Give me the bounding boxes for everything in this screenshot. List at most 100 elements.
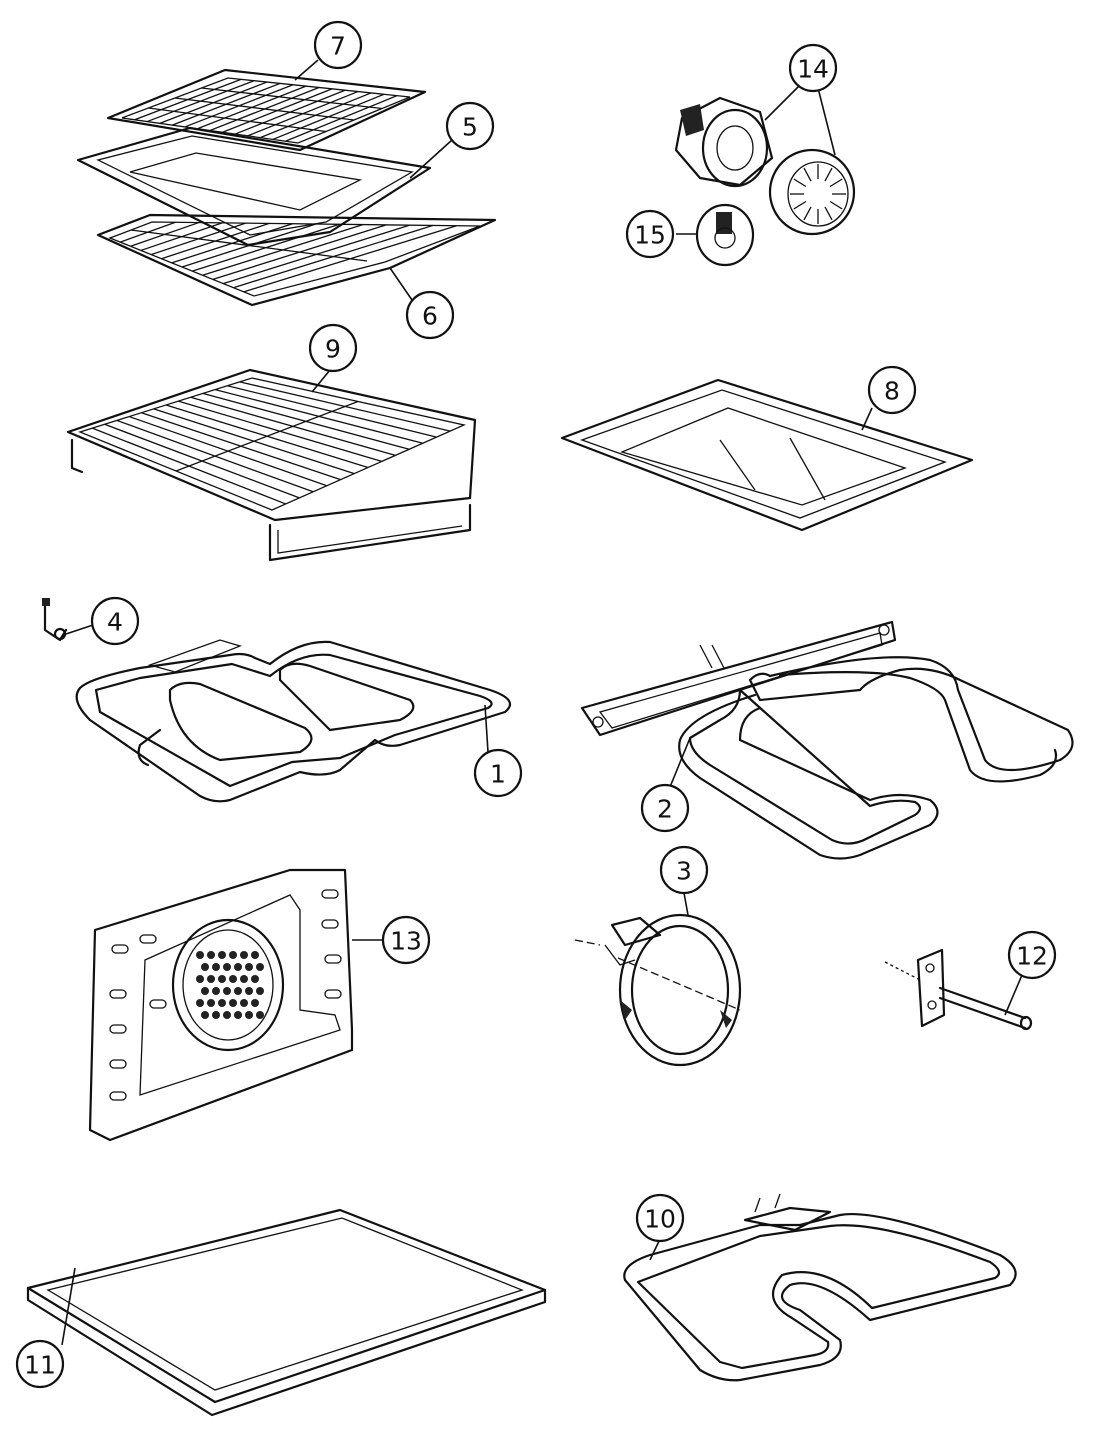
line-art-stroke — [130, 229, 368, 262]
fan-mesh-dot — [196, 999, 204, 1007]
callout-5-label: 5 — [462, 113, 478, 142]
oven-bottom-tray — [26, 1208, 547, 1417]
callout-14-label: 14 — [797, 55, 829, 84]
callout-4: 4 — [90, 596, 140, 646]
callout-11-label: 11 — [24, 1351, 56, 1380]
oven-rack-with-legs — [66, 368, 477, 562]
line-art-stroke — [148, 107, 327, 133]
control-knob — [695, 203, 755, 267]
panel-slot — [109, 1059, 127, 1069]
fan-mesh-dot — [234, 987, 242, 995]
callout-15-label: 15 — [634, 221, 666, 250]
panel-slot — [324, 954, 342, 964]
panel-slot — [321, 889, 339, 899]
fan-mesh-dot — [218, 999, 226, 1007]
callout-15: 15 — [625, 209, 675, 259]
callout-13: 13 — [381, 915, 431, 965]
callout-9-label: 9 — [325, 335, 341, 364]
leader-lines — [61, 59, 1023, 1346]
callout-10: 10 — [635, 1193, 685, 1243]
line-art-stroke — [201, 87, 383, 110]
callout-10-label: 10 — [644, 1205, 676, 1234]
line-art-stroke — [793, 200, 807, 210]
callout-13-label: 13 — [390, 927, 422, 956]
callout-8: 8 — [867, 365, 917, 415]
fan-mesh-dot — [196, 975, 204, 983]
fan-mesh-dot — [240, 999, 248, 1007]
callout-5: 5 — [445, 101, 495, 151]
fan-mesh-dot — [229, 999, 237, 1007]
fan-mesh-dot — [256, 987, 264, 995]
broiler-pan-insert — [106, 68, 427, 152]
line-art-stroke — [824, 206, 833, 221]
fan-mesh-dot — [201, 987, 209, 995]
callout-6: 6 — [405, 290, 455, 340]
fan-mesh-dot — [212, 987, 220, 995]
callout-1: 1 — [473, 748, 523, 798]
panel-slot — [109, 1091, 127, 1101]
fan-mesh-dot — [256, 963, 264, 971]
line-art-stroke — [829, 200, 843, 210]
fan-mesh-dot — [223, 987, 231, 995]
callout-2: 2 — [640, 783, 690, 833]
fan-mesh-dot — [223, 1011, 231, 1019]
panel-slot — [139, 934, 157, 944]
fan-mesh-dot — [212, 963, 220, 971]
callout-3: 3 — [659, 845, 709, 895]
fan-mesh-dot — [229, 951, 237, 959]
callout-12: 12 — [1007, 930, 1057, 980]
fan-mesh-dot — [201, 1011, 209, 1019]
callout-14: 14 — [788, 43, 838, 93]
oven-pan — [560, 378, 974, 532]
lower-bake-element — [623, 1193, 1017, 1382]
fan-mesh-dot — [196, 951, 204, 959]
fan-mesh-dot — [218, 975, 226, 983]
fan-mesh-dot — [223, 963, 231, 971]
fan-mesh-dot — [234, 963, 242, 971]
panel-slot — [324, 989, 342, 999]
callout-6-label: 6 — [422, 302, 438, 331]
fan-mesh-dot — [212, 1011, 220, 1019]
fan-mesh-dot — [229, 975, 237, 983]
convection-element — [574, 913, 742, 1067]
line-art-stroke — [803, 206, 812, 221]
fan-mesh-dot — [207, 951, 215, 959]
panel-slot — [321, 919, 339, 929]
line-art-stroke — [174, 97, 355, 121]
line-art-stroke — [824, 167, 833, 182]
callout-12-label: 12 — [1016, 942, 1048, 971]
bake-element — [580, 620, 1074, 860]
panel-slot — [111, 944, 129, 954]
callout-2-label: 2 — [657, 795, 673, 824]
callout-4-label: 4 — [107, 608, 123, 637]
line-art-stroke — [175, 400, 359, 472]
convection-fan-panel — [88, 868, 354, 1142]
terminal-clip — [42, 598, 68, 642]
callout-1-label: 1 — [490, 760, 506, 789]
callout-3-label: 3 — [676, 857, 692, 886]
fan-mesh-dot — [251, 999, 259, 1007]
line-art-stroke — [829, 178, 843, 188]
callout-8-label: 8 — [884, 377, 900, 406]
callout-11: 11 — [15, 1339, 65, 1389]
callout-7-label: 7 — [330, 32, 346, 61]
broil-element — [75, 639, 512, 803]
fan-mesh-dot — [207, 999, 215, 1007]
fan-mesh-dot — [240, 975, 248, 983]
callout-9: 9 — [308, 323, 358, 373]
fan-mesh-dot — [256, 1011, 264, 1019]
fan-mesh-dot — [240, 951, 248, 959]
callout-7: 7 — [313, 20, 363, 70]
fan-mesh-dot — [201, 963, 209, 971]
panel-slot — [149, 999, 167, 1009]
temperature-sensor — [884, 948, 1033, 1031]
fan-mesh-dot — [234, 1011, 242, 1019]
selector-switch — [674, 96, 856, 236]
fan-mesh-dot — [245, 1011, 253, 1019]
fan-mesh-dot — [245, 987, 253, 995]
panel-slot — [109, 989, 127, 999]
fan-mesh-dot — [207, 975, 215, 983]
fan-mesh-dot — [218, 951, 226, 959]
line-art-stroke — [793, 178, 807, 188]
